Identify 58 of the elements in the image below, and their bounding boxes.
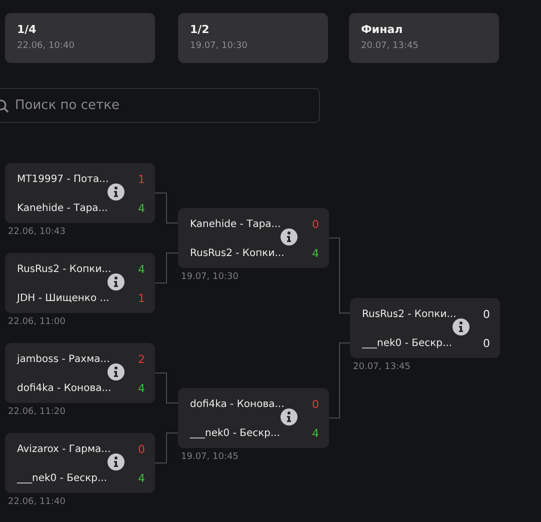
match-card (178, 388, 329, 448)
player-name: Kanehide - Тара... (190, 219, 281, 230)
bracket-connector (154, 192, 178, 224)
player-name: Kanehide - Тара... (17, 203, 108, 214)
player-name: dofi4ka - Конова... (17, 383, 112, 394)
match-card (5, 343, 155, 403)
round-card (5, 13, 155, 63)
match-date: 20.07, 13:45 (353, 362, 410, 372)
score: 4 (138, 382, 145, 395)
score: 0 (138, 443, 145, 456)
player-name: RusRus2 - Копки... (190, 248, 284, 259)
match-date: 19.07, 10:30 (181, 272, 238, 282)
bracket-connector (154, 432, 178, 464)
score: 4 (138, 202, 145, 215)
player-name: ___nek0 - Бескр... (17, 473, 108, 484)
player-name: MT19997 - Пота... (17, 174, 109, 185)
score: 0 (312, 218, 319, 231)
player-name: JDH - Шищенко ... (17, 293, 110, 304)
bracket-connector (328, 238, 350, 314)
match-date: 22.06, 11:20 (8, 407, 66, 417)
score: 4 (138, 263, 145, 276)
match-date: 22.06, 10:43 (8, 227, 66, 237)
search-field: Поиск по сетке (0, 88, 320, 123)
match-card (5, 433, 155, 493)
score: 0 (483, 337, 490, 350)
bracket-connector (154, 252, 178, 284)
match-date: 22.06, 11:40 (8, 497, 66, 507)
match-card (5, 253, 155, 313)
score: 0 (483, 308, 490, 321)
score: 4 (312, 427, 319, 440)
round-date: 20.07, 13:45 (361, 41, 418, 51)
round-date: 22.06, 10:40 (17, 41, 74, 51)
score: 0 (312, 398, 319, 411)
match-date: 19.07, 10:45 (181, 452, 238, 462)
score: 4 (312, 247, 319, 260)
match-card (350, 298, 500, 358)
match-card (5, 163, 155, 223)
round-title: 1/4 (17, 23, 36, 36)
round-title: Финал (361, 23, 403, 36)
score: 2 (138, 353, 145, 366)
round-card (349, 13, 499, 63)
bracket-connector (328, 342, 350, 418)
match-date: 22.06, 11:00 (8, 317, 66, 327)
player-name: dofi4ka - Конова... (190, 399, 284, 410)
player-name: jamboss - Рахма... (17, 354, 110, 365)
match-card (178, 208, 329, 268)
bracket-connector (154, 372, 178, 404)
round-card (178, 13, 328, 63)
player-name: RusRus2 - Копки... (362, 309, 456, 320)
score: 1 (138, 292, 145, 305)
score: 4 (138, 472, 145, 485)
player-name: ___nek0 - Бескр... (362, 338, 452, 349)
score: 1 (138, 173, 145, 186)
round-title: 1/2 (190, 23, 210, 36)
round-date: 19.07, 10:30 (190, 41, 248, 51)
player-name: RusRus2 - Копки... (17, 264, 112, 275)
player-name: Avizarox - Гарма... (17, 444, 111, 455)
player-name: ___nek0 - Бескр... (190, 428, 280, 439)
